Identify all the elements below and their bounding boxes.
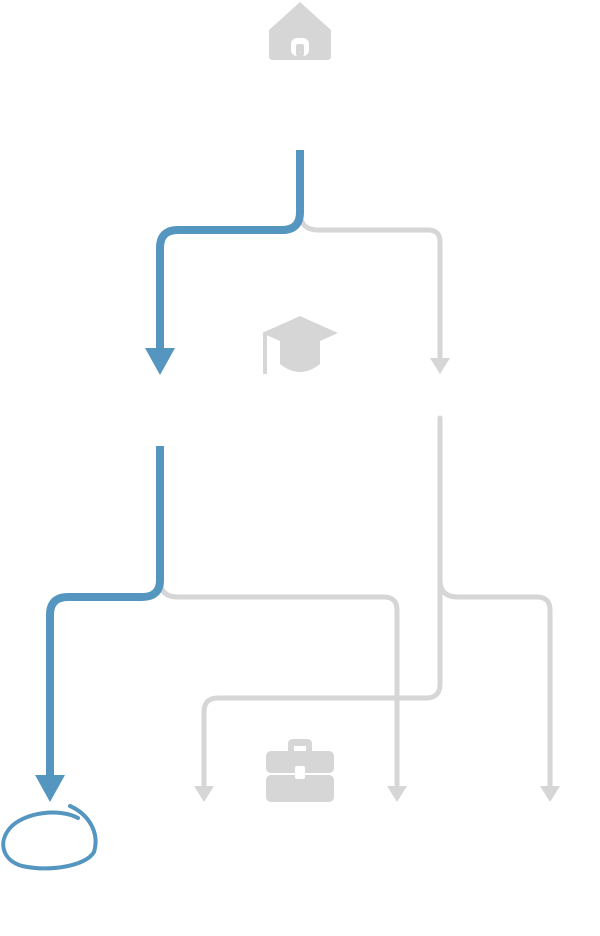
hand-drawn-circle-icon	[1, 804, 98, 871]
briefcase-icon	[266, 739, 334, 802]
home-icon	[269, 2, 331, 60]
graduation-cap-icon	[262, 316, 338, 374]
arrow-head-right-branch	[430, 358, 450, 374]
arrow-head-far-right-leaf	[540, 786, 560, 802]
connector-root-to-left-branch[interactable]	[156, 150, 304, 352]
arrow-head-middle-left-leaf	[194, 786, 214, 802]
arrow-head-far-left-leaf	[35, 775, 65, 802]
connector-right-branch-to-middle-left-leaf	[201, 415, 443, 791]
arrow-head-left-branch	[145, 348, 175, 375]
connector-left-branch-to-far-left-leaf[interactable]	[46, 446, 164, 780]
arrow-head-middle-right-leaf	[387, 786, 407, 802]
connector-right-branch-to-far-right-leaf	[437, 577, 553, 791]
